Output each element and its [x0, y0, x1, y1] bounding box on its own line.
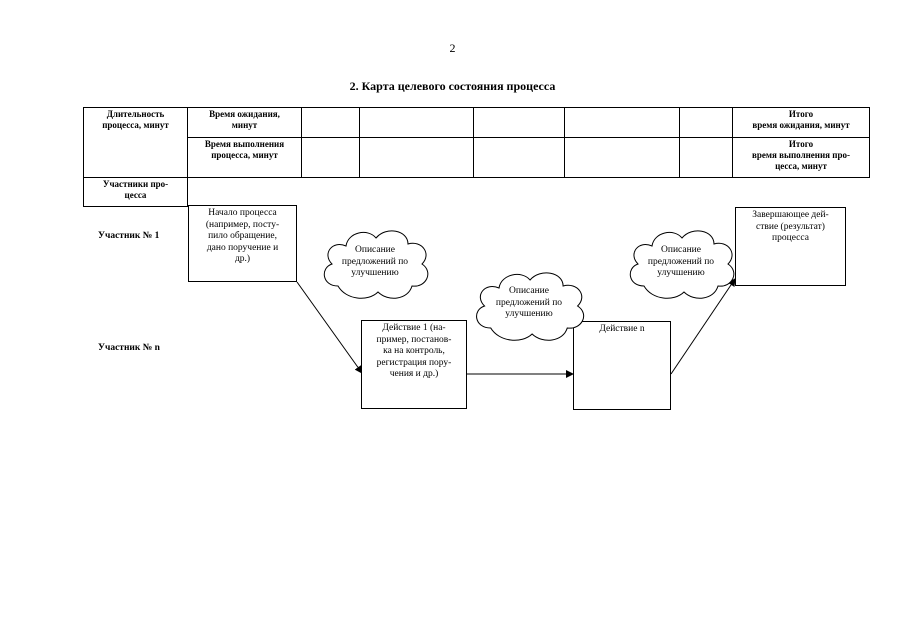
- cloud-shape-1: [323, 230, 429, 299]
- total-wait-cell: Итого время ожидания, минут: [732, 107, 870, 138]
- cloud-text-3: Описание предложений по улучшению: [647, 245, 715, 278]
- cloud-text-2: Описание предложений по улучшению: [495, 286, 563, 319]
- exec-time-cell-5: [679, 137, 733, 178]
- action-n-box: Действие n: [573, 321, 671, 410]
- cloud-shape-2: [476, 272, 585, 341]
- total-exec-cell: Итого время выполнения про- цесса, минут: [732, 137, 870, 178]
- participants-header-cell: Участники про- цесса: [83, 177, 188, 207]
- cloud-text-1: Описание предложений по улучшению: [341, 245, 409, 278]
- action-1-box: Действие 1 (на- пример, постанов- ка на …: [361, 320, 467, 409]
- exec-time-label-cell: Время выполнения процесса, минут: [187, 137, 302, 178]
- cloud-shape-3: [629, 230, 735, 299]
- exec-time-cell-3: [473, 137, 565, 178]
- start-process-box: Начало процесса (например, посту- пило о…: [188, 205, 297, 282]
- arrow-action-n-to-final: [670, 278, 736, 375]
- wait-time-label-cell: Время ожидания, минут: [187, 107, 302, 138]
- arrow-start-to-action1: [296, 281, 363, 374]
- page-number: 2: [449, 41, 456, 55]
- participant-1-label: Участник № 1: [98, 231, 160, 241]
- exec-time-cell-1: [301, 137, 360, 178]
- exec-time-cell-4: [564, 137, 680, 178]
- duration-header-cell: Длительность процесса, минут: [83, 107, 188, 178]
- participant-n-label: Участник № n: [98, 343, 160, 353]
- process-time-table: Длительность процесса, минут Время ожида…: [83, 107, 870, 207]
- final-action-box: Завершающее дей- ствие (результат) проце…: [735, 207, 846, 286]
- page-title: 2. Карта целевого состояния процесса: [349, 79, 556, 93]
